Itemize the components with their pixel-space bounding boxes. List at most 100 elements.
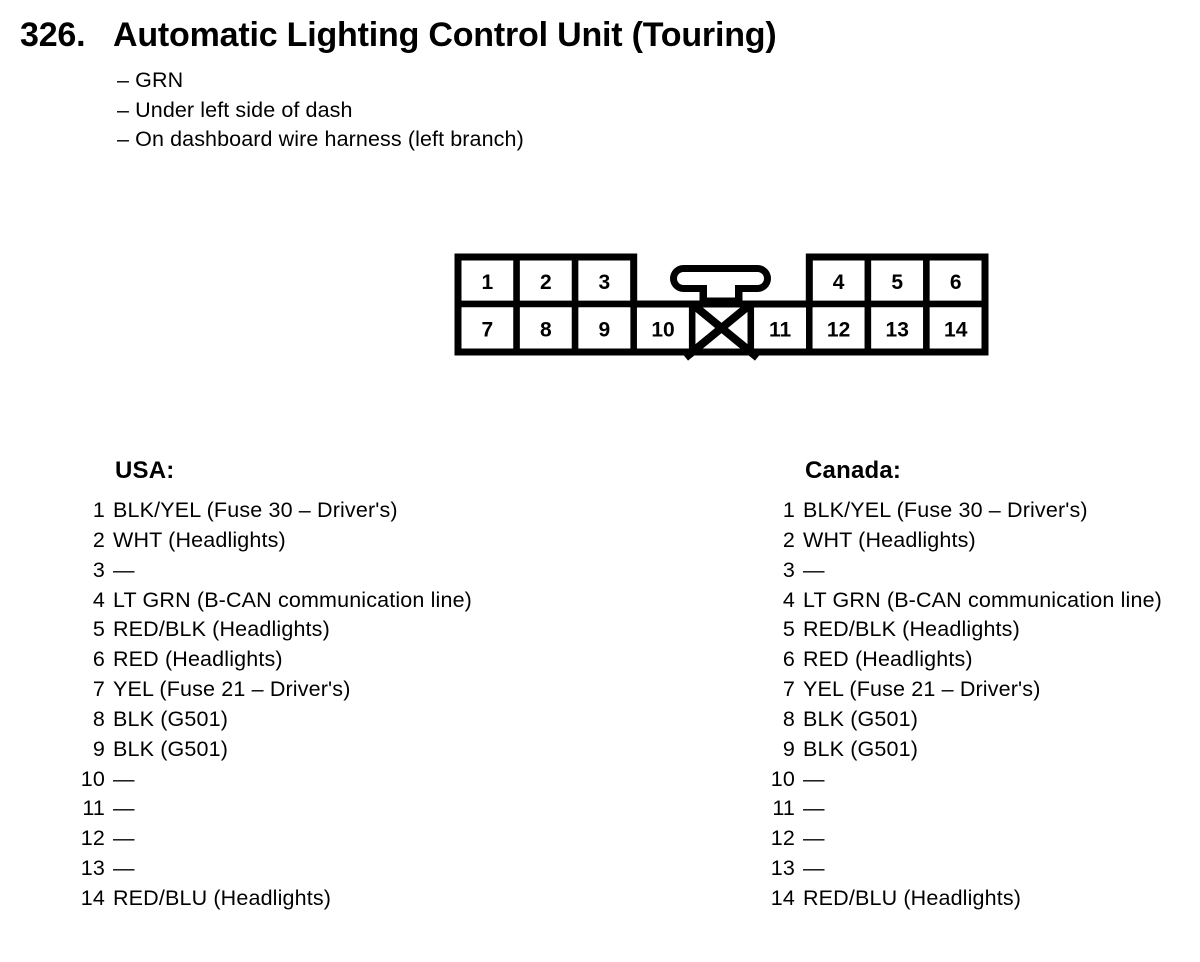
section-header: 326. Automatic Lighting Control Unit (Tou… [20, 16, 777, 54]
connector-pin-9: 9 [599, 319, 611, 342]
pin-row: 12 — [76, 824, 556, 854]
connector-diagram: 1 2 3 4 5 6 7 8 9 10 11 12 13 14 [454, 253, 989, 361]
pin-label: RED (Headlights) [113, 647, 283, 672]
pin-number: 2 [92, 527, 105, 552]
pin-number: 2 [782, 527, 795, 552]
pin-row: 8 BLK (G501) [766, 705, 1200, 735]
pin-label: — [113, 766, 135, 791]
pinout-canada-heading: Canada: [805, 457, 902, 484]
pin-label: BLK (G501) [803, 706, 919, 731]
pin-number: 4 [782, 587, 795, 612]
connector-pin-numbers: 1 2 3 4 5 6 7 8 9 10 11 12 13 14 [481, 271, 967, 342]
pin-label: RED/BLU (Headlights) [803, 885, 1022, 910]
pin-row: 10 — [76, 765, 556, 795]
pin-label: BLK/YEL (Fuse 30 – Driver's) [113, 498, 398, 522]
pin-number: 13 [80, 856, 105, 881]
pin-row: 14 RED/BLU (Headlights) [766, 884, 1200, 914]
pin-label: — [113, 856, 135, 881]
pin-label: RED/BLK (Headlights) [803, 617, 1020, 642]
pin-row: 8 BLK (G501) [76, 705, 556, 735]
pin-label: RED/BLK (Headlights) [113, 617, 330, 642]
connector-pin-7: 7 [481, 319, 493, 342]
pinout-canada-rows: 1 BLK/YEL (Fuse 30 – Driver's) 2 WHT (Head… [766, 496, 1200, 914]
pin-label: — [113, 796, 135, 821]
pin-label: — [803, 796, 825, 821]
pin-row: 14 RED/BLU (Headlights) [76, 884, 556, 914]
note-line: – Under left side of dash [117, 97, 353, 122]
connector-housing-outline [454, 253, 989, 356]
pin-number: 5 [782, 617, 795, 642]
pin-number: 11 [82, 796, 105, 821]
pin-number: 4 [92, 587, 105, 612]
pin-number: 7 [92, 677, 105, 702]
pin-row: 4 LT GRN (B-CAN communication line) [76, 586, 556, 616]
pin-row: 3— [766, 556, 1200, 586]
connector-pin-11: 11 [769, 319, 792, 342]
connector-pin-2: 2 [540, 271, 552, 294]
pin-label: LT GRN (B-CAN communication line) [803, 587, 1162, 612]
pin-row: 6 RED (Headlights) [766, 645, 1200, 675]
pin-number: 10 [80, 766, 105, 791]
pin-number: 3 [782, 557, 795, 582]
location-notes: – GRN – Under left side of dash – On das… [117, 66, 524, 155]
pin-label: BLK (G501) [113, 706, 229, 731]
connector-pin-5: 5 [891, 271, 903, 294]
pin-row: 13 — [766, 854, 1200, 884]
pin-number: 8 [782, 706, 795, 731]
pin-number: 12 [80, 826, 105, 851]
pin-label: RED (Headlights) [803, 647, 973, 672]
pin-row: 11 — [76, 794, 556, 824]
pin-row: 7 YEL (Fuse 21 – Driver's) [76, 675, 556, 705]
pin-label: — [803, 856, 825, 881]
pin-row: 1 BLK/YEL (Fuse 30 – Driver's) [766, 496, 1200, 526]
pin-number: 6 [782, 647, 795, 672]
note-line: – On dashboard wire harness (left branch… [117, 127, 524, 152]
pin-number: 1 [782, 498, 795, 522]
note-line: – GRN [117, 68, 184, 92]
connector-pin-13: 13 [886, 319, 909, 342]
pin-label: LT GRN (B-CAN communication line) [113, 587, 472, 612]
pinout-usa-heading: USA: [115, 457, 175, 484]
pin-label: BLK/YEL (Fuse 30 – Driver's) [803, 498, 1088, 522]
pin-number: 8 [92, 706, 105, 731]
section-number: 326. [20, 16, 86, 54]
connector-pin-14: 14 [944, 319, 968, 342]
pin-number: 9 [92, 736, 105, 761]
connector-pin-1: 1 [481, 271, 493, 294]
blocked-cavity-x-icon [682, 300, 761, 361]
connector-pin-3: 3 [599, 271, 611, 294]
pin-label: WHT (Headlights) [803, 527, 976, 552]
pin-number: 13 [770, 856, 795, 881]
pin-row: 13 — [76, 854, 556, 884]
pin-label: — [803, 826, 825, 851]
pin-number: 6 [92, 647, 105, 672]
pin-number: 5 [92, 617, 105, 642]
page-title: Automatic Lighting Control Unit (Touring… [113, 16, 777, 54]
pin-label: YEL (Fuse 21 – Driver's) [113, 677, 351, 702]
pin-row: 4 LT GRN (B-CAN communication line) [766, 586, 1200, 616]
pin-number: 3 [92, 557, 105, 582]
connector-pin-10: 10 [651, 319, 674, 342]
pin-label: RED/BLU (Headlights) [113, 885, 332, 910]
connector-pin-6: 6 [950, 271, 962, 294]
pin-row: 2 WHT (Headlights) [766, 526, 1200, 556]
pin-row: 5 RED/BLK (Headlights) [766, 615, 1200, 645]
pin-label: — [803, 766, 825, 791]
pin-number: 11 [772, 796, 795, 821]
pin-number: 14 [80, 885, 105, 910]
pin-label: — [113, 826, 135, 851]
connector-pin-4: 4 [833, 271, 845, 294]
pin-number: 7 [782, 677, 795, 702]
pin-number: 14 [770, 885, 795, 910]
pin-number: 12 [770, 826, 795, 851]
pin-label: BLK (G501) [803, 736, 919, 761]
connector-cell [513, 300, 579, 356]
